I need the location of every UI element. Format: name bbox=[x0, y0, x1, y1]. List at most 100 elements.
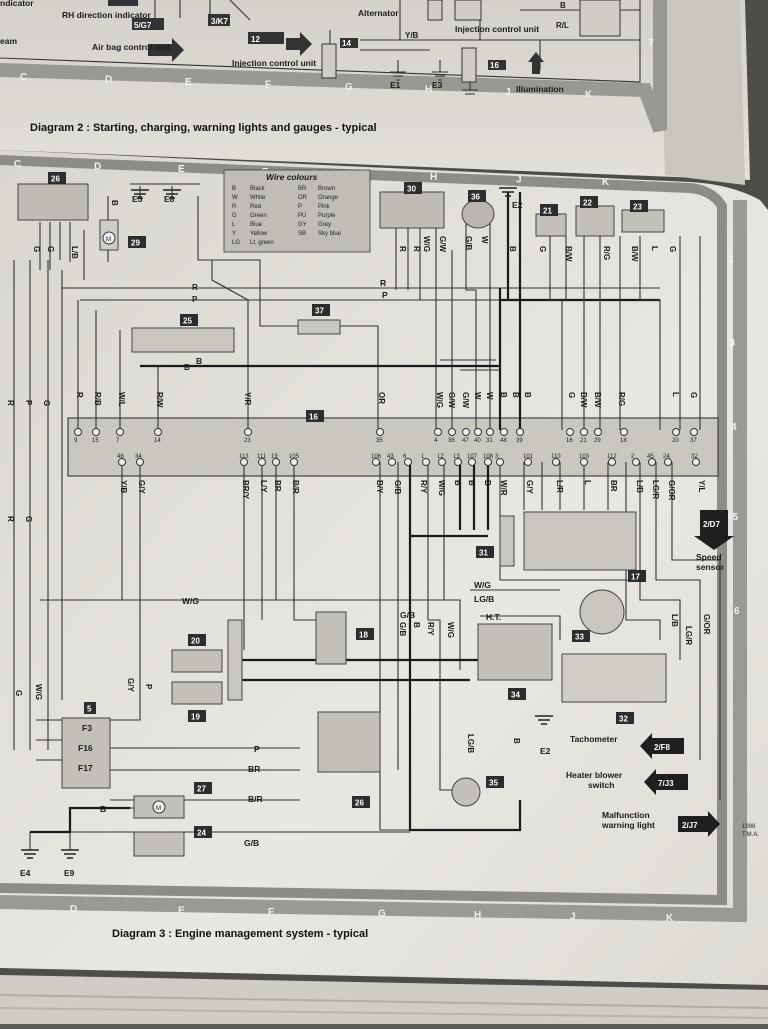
comp-30 bbox=[379, 191, 445, 229]
ecu-pin-dot bbox=[468, 458, 476, 466]
horizontal-wire-label: G/B bbox=[244, 838, 259, 848]
output-label: switch bbox=[588, 780, 614, 790]
colour-name: Purple bbox=[318, 213, 336, 219]
ecu-pin-dot bbox=[422, 458, 430, 466]
comp-19 bbox=[171, 681, 223, 705]
badge-bg bbox=[468, 190, 486, 202]
badge-bg bbox=[312, 304, 330, 316]
earth-symbol bbox=[499, 187, 517, 197]
badge-bg bbox=[352, 796, 370, 808]
ecu-pin-dot bbox=[516, 428, 524, 436]
badge-bg bbox=[188, 710, 206, 722]
horizontal-wire-label: H.T. bbox=[486, 612, 501, 622]
colour-code: R bbox=[232, 204, 237, 210]
wire-label-low: R/Y bbox=[419, 480, 428, 494]
component-badge: 32 bbox=[619, 715, 628, 724]
ecu-pin-dot bbox=[620, 428, 628, 436]
ecu-pin-top: 31 bbox=[486, 438, 493, 444]
svg-text:M: M bbox=[106, 237, 111, 243]
ecu-pin-dot bbox=[664, 458, 672, 466]
badge-bg bbox=[356, 628, 374, 640]
colour-name: Black bbox=[250, 186, 266, 192]
ecu-pin-dot bbox=[448, 428, 456, 436]
badge-bg bbox=[616, 712, 634, 724]
wire-label-mid: W bbox=[473, 392, 482, 400]
earth-label: E4 bbox=[20, 868, 31, 878]
earth-label: E2 bbox=[512, 200, 523, 210]
main-row-number: 5 bbox=[733, 512, 739, 523]
comp-22 bbox=[575, 205, 615, 237]
ecu-pin-top: 39 bbox=[516, 438, 523, 444]
comp-26-bottom bbox=[317, 711, 381, 773]
top-row-number: 7 bbox=[648, 38, 654, 49]
colour-name: Lt. green bbox=[250, 240, 274, 246]
wire-label-mid: W/L bbox=[117, 392, 126, 407]
component-badge: 34 bbox=[511, 691, 520, 700]
output-arrow bbox=[678, 811, 720, 837]
ecu-pin-bottom: 105 bbox=[289, 454, 300, 460]
output-label: Tachometer bbox=[570, 734, 618, 744]
ecu-pin-dot bbox=[580, 428, 588, 436]
colour-code: W bbox=[232, 195, 238, 201]
wire-label-top: G bbox=[32, 246, 41, 252]
main-caption: Diagram 3 : Engine management system - t… bbox=[112, 928, 368, 940]
wire-label-low: G/Y bbox=[525, 480, 534, 494]
comp-21 bbox=[535, 213, 567, 237]
earth-symbol bbox=[21, 849, 39, 859]
wire-label-top: W bbox=[480, 236, 489, 244]
top-label-rh-direction: RH direction indicator bbox=[62, 10, 151, 20]
wire-label-mid: Y/R bbox=[243, 392, 252, 406]
badge-bg bbox=[540, 204, 558, 216]
ecu-pin-top: 23 bbox=[244, 438, 251, 444]
component-badge: 22 bbox=[583, 199, 592, 208]
vertical-wire-label: G/Y bbox=[126, 678, 135, 692]
horizontal-wire-label: P bbox=[382, 290, 388, 300]
ecu-pin-top: 36 bbox=[448, 438, 455, 444]
colour-code: PU bbox=[298, 213, 306, 219]
ecu-pin-dot bbox=[672, 428, 680, 436]
colour-name: Yellow bbox=[250, 231, 268, 237]
horizontal-wire-label: G/B bbox=[400, 610, 415, 620]
ecu-pin-bottom: 34 bbox=[135, 454, 142, 460]
colour-code: OR bbox=[298, 195, 308, 201]
ecu-pin-dot bbox=[376, 428, 384, 436]
ecu-pin-top: 14 bbox=[154, 438, 161, 444]
ecu-pin-top: 21 bbox=[580, 438, 587, 444]
ecu-pin-dot bbox=[496, 458, 504, 466]
air-bag-arrow bbox=[148, 38, 184, 62]
top-grid-letter: G bbox=[345, 82, 353, 93]
ecu-pin-top: 29 bbox=[594, 438, 601, 444]
output-label: Speed bbox=[696, 552, 722, 562]
ecu-pin-dot bbox=[434, 428, 442, 436]
horizontal-wire-label: W/G bbox=[182, 596, 199, 606]
ecu-pin-bottom: 12 bbox=[437, 454, 444, 460]
component-badge: 33 bbox=[575, 633, 584, 642]
wire-label-low: Y/B bbox=[119, 480, 128, 494]
left-bus-label: P bbox=[24, 400, 33, 406]
ecu-pin-dot bbox=[74, 428, 82, 436]
ecu-pin-bottom: 1 bbox=[421, 454, 425, 460]
main-grid-letter-top: J bbox=[516, 175, 522, 186]
badge-bg bbox=[48, 172, 66, 184]
component-badge: 37 bbox=[315, 307, 324, 316]
top-label-indicator: ndicator bbox=[0, 0, 34, 8]
badge-bg bbox=[188, 634, 206, 646]
output-arrow bbox=[644, 769, 688, 795]
ecu-pin-dot bbox=[454, 458, 462, 466]
wire-label-mid: L bbox=[671, 392, 680, 397]
wire-label-mid: B bbox=[511, 392, 520, 398]
colour-name: Green bbox=[250, 213, 267, 219]
ecu-pin-bottom: 111 bbox=[257, 454, 267, 460]
wire-label-mid: G bbox=[689, 392, 698, 398]
top-grid-letter: F bbox=[265, 80, 271, 91]
ecu-pin-top: 37 bbox=[690, 438, 697, 444]
component-badge: 29 bbox=[131, 239, 140, 248]
comp-20 bbox=[171, 649, 223, 673]
colour-code: B bbox=[232, 186, 236, 192]
colour-name: Pink bbox=[318, 204, 331, 210]
component-badge: 24 bbox=[197, 829, 206, 838]
wire-label-top: G/W bbox=[438, 236, 447, 252]
